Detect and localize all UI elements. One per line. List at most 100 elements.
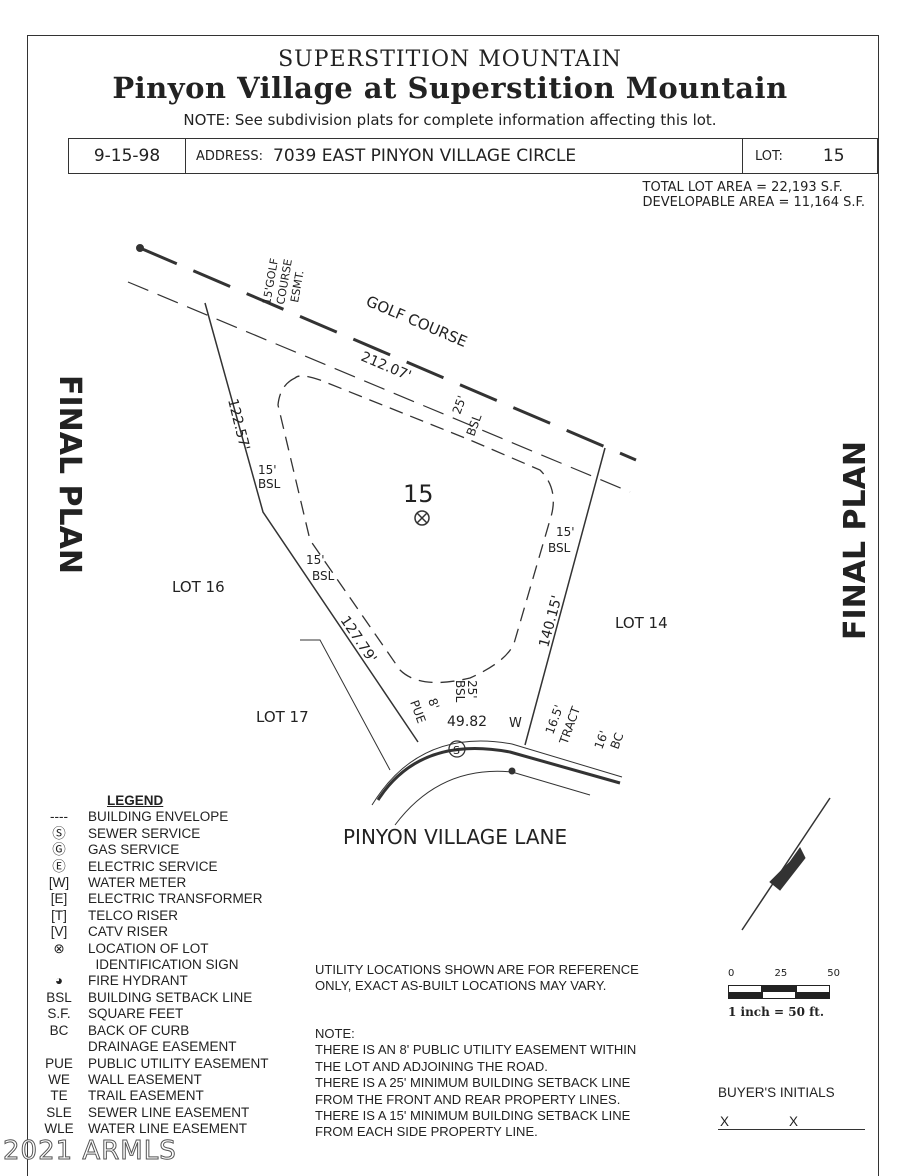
road-edge-inner [371,740,623,806]
note-line: THERE IS AN 8' PUBLIC UTILITY EASEMENT W… [315,1042,637,1058]
total-lot-area: TOTAL LOT AREA = 22,193 S.F. [642,180,843,195]
legend-item: BC BACK OF CURB [30,1023,269,1039]
legend-symbol-icon: SLE [46,1104,72,1120]
dim-lower-left: 127.79' [337,613,380,666]
building-envelope [277,375,554,684]
legend-symbol-icon: [E] [50,891,68,907]
bsl-label: BSL [258,477,281,491]
utility-note: UTILITY LOCATIONS SHOWN ARE FOR REFERENC… [315,962,639,995]
legend-symbol-icon: ◕ [54,973,64,989]
legend-item: [W]WATER METER [30,875,269,891]
bsl-label: BSL [453,680,467,703]
legend-item: Ⓢ SEWER SERVICE [30,826,269,842]
buyer-initials: BUYER'S INITIALS X X [718,1085,865,1130]
road-label: PINYON VILLAGE LANE [343,825,567,849]
area-summary: TOTAL LOT AREA = 22,193 S.F. DEVELOPABLE… [643,180,865,210]
watermark: 2021 ARMLS [3,1136,177,1166]
scale-tick: 50 [827,968,840,979]
lot-sign-icon [414,510,430,526]
road-curb [394,770,591,826]
legend-label: GAS SERVICE [88,842,180,858]
legend-symbol-icon: BSL [46,989,72,1005]
note-line: THERE IS A 15' MINIMUM BUILDING SETBACK … [315,1108,631,1124]
bc-label: BC [608,731,627,751]
legend: LEGEND ---- BUILDING ENVELOPE Ⓢ SEWER SERVI… [30,793,269,1138]
legend-symbol-icon: Ⓖ [52,842,66,858]
legend-symbol-icon: Ⓢ [52,825,66,841]
scale-tick: 25 [774,968,788,979]
lot-value: 15 [822,146,845,166]
page-title: Pinyon Village at Superstition Mountain [112,71,788,105]
lot-left-boundary [204,302,419,743]
legend-label: TRAIL EASEMENT [88,1088,204,1104]
curb-point [508,767,516,775]
road-edge [376,747,621,801]
lot-right-boundary [524,447,606,746]
side-label-right: FINAL PLAN [838,441,873,640]
lot16-label: LOT 16 [172,578,225,596]
legend-symbol-icon: [T] [51,907,67,923]
legend-label: SQUARE FEET [88,1006,184,1022]
legend-symbol-icon: WLE [44,1121,74,1137]
legend-label: PUBLIC UTILITY EASEMENT [88,1055,269,1071]
note-line: FROM THE FRONT AND REAR PROPERTY LINES. [315,1091,621,1107]
document-frame [27,35,879,1176]
legend-item: PUE PUBLIC UTILITY EASEMENT [30,1055,269,1072]
golf-course-line [139,246,637,462]
legend-label: WALL EASEMENT [88,1071,202,1087]
legend-symbol-icon: [W] [48,875,70,891]
address-label: ADDRESS: [196,148,264,164]
bsl-label: BSL [548,541,571,555]
lot17-boundary [300,639,391,771]
legend-item: ---- BUILDING ENVELOPE [30,809,269,825]
legend-symbol-icon [30,1039,88,1055]
legend-symbol-icon: ⊗ [53,940,65,956]
water-meter-label: W [509,716,522,731]
north-arrow-symbol [769,847,806,891]
legend-symbol-icon: BC [49,1022,69,1038]
bsl-label: BSL [312,569,335,583]
subtitle: SUPERSTITION MOUNTAIN [278,47,622,72]
sewer-service-icon [448,740,466,758]
legend-item: WLE WATER LINE EASEMENT [30,1121,269,1137]
info-row: 9-15-98 ADDRESS:7039 EAST PINYON VILLAGE… [68,138,878,174]
utility-note-line: UTILITY LOCATIONS SHOWN ARE FOR REFERENC… [315,962,639,977]
lot: LOT:15 [743,139,877,173]
buyer-label: BUYER'S INITIALS [718,1085,835,1100]
date: 9-15-98 [69,139,186,173]
note-line: THERE IS A 25' MINIMUM BUILDING SETBACK … [315,1075,631,1091]
legend-symbol-icon: PUE [45,1055,73,1071]
legend-label: LOCATION OF LOT [88,940,209,956]
legend-symbol-icon: TE [50,1088,68,1104]
legend-label: CATV RISER [88,924,169,940]
scale-label: 1 inch = 50 ft. [728,1005,825,1019]
note-line: FROM EACH SIDE PROPERTY LINE. [315,1124,538,1140]
bsl-right: 15' [556,525,575,539]
note-line: THE LOT AND ADJOINING THE ROAD. [315,1058,548,1074]
lot14-label: LOT 14 [615,614,668,632]
legend-item: [E]ELECTRIC TRANSFORMER [30,891,269,907]
side-label-left: FINAL PLAN [52,375,87,574]
bsl-left-lower: 15' [306,553,325,567]
legend-label: SEWER SERVICE [88,825,201,841]
legend-label: FIRE HYDRANT [88,973,188,989]
scale-tick: 0 [728,968,735,979]
legend-symbol-icon: [V] [50,924,68,940]
legend-item: IDENTIFICATION SIGN [30,957,269,973]
legend-item: [T]TELCO RISER [30,908,269,924]
initial-x2: X [789,1114,799,1129]
legend-label: BACK OF CURB [88,1022,190,1038]
dim-front: 49.82 [447,714,487,730]
legend-label: BUILDING SETBACK LINE [88,989,253,1005]
legend-label: WATER LINE EASEMENT [88,1121,248,1137]
legend-item: TE TRAIL EASEMENT [30,1088,269,1104]
legend-symbol-icon: WE [48,1071,70,1087]
legend-symbol-icon: ---- [50,809,68,825]
legend-label: BUILDING ENVELOPE [88,809,229,825]
dim-right: 140.15' [536,594,565,649]
legend-title: LEGEND [107,793,164,808]
easement-line [127,281,631,493]
